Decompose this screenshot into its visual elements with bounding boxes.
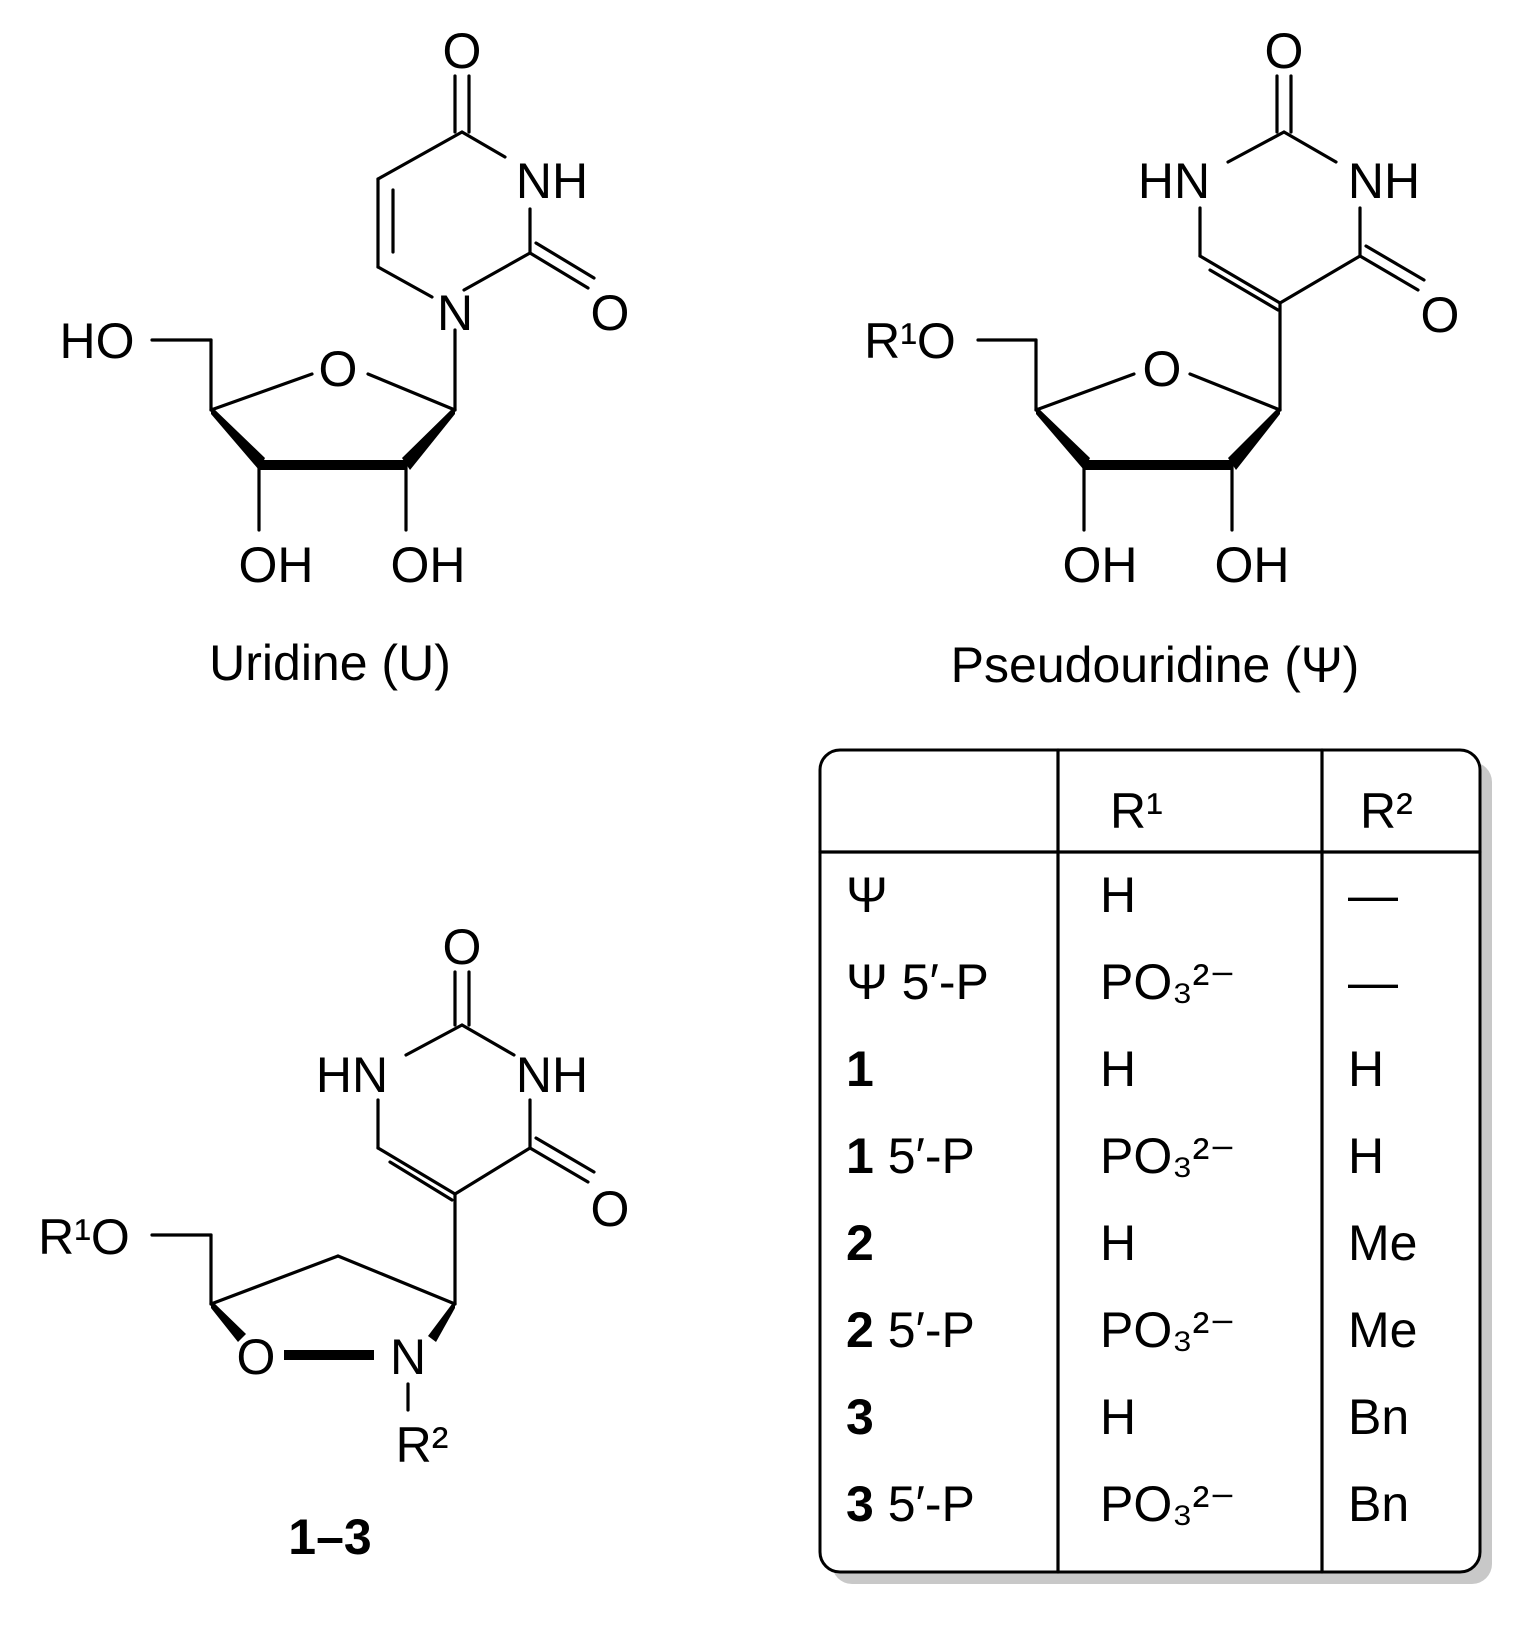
table-cell-r1: PO₃²⁻ [1100, 1128, 1236, 1184]
table-cell-r1: PO₃²⁻ [1100, 954, 1236, 1010]
uridine-oh-right: OH [391, 537, 466, 593]
table-cell-r2: — [1348, 954, 1398, 1010]
table-cell-compound: Ψ 5′-P [846, 954, 989, 1010]
compound-nh: NH [516, 1047, 588, 1103]
table-header-r1: R¹ [1110, 783, 1163, 839]
pseudouridine-nh: NH [1348, 153, 1420, 209]
compound-o-right: O [591, 1181, 630, 1237]
compound-caption: 1–3 [288, 1509, 371, 1565]
compound-1-3-structure: O HN NH O R¹O O N R² 1–3 [38, 919, 629, 1565]
table-cell-r2: Me [1348, 1302, 1417, 1358]
table-cell-compound: 1 [846, 1041, 874, 1097]
compound-r2: R² [396, 1417, 449, 1473]
uridine-structure: O NH O N HO O OH OH Uridine (U) [60, 23, 630, 691]
pseudouridine-caption: Pseudouridine (Ψ) [951, 637, 1360, 693]
uridine-nh: NH [516, 153, 588, 209]
pseudouridine-o-ring: O [1143, 341, 1182, 397]
pseudouridine-r1o: R¹O [864, 313, 956, 369]
uridine-ho: HO [60, 313, 135, 369]
uridine-o-ring: O [319, 341, 358, 397]
table-cell-r1: H [1100, 1215, 1136, 1271]
pseudouridine-oh-right: OH [1215, 537, 1290, 593]
table-cell-r2: — [1348, 867, 1398, 923]
table-cell-compound: 1 5′-P [846, 1128, 975, 1184]
compound-o-top: O [443, 919, 482, 975]
compound-hn: HN [316, 1047, 388, 1103]
compound-r1o: R¹O [38, 1209, 130, 1265]
table-frame [818, 748, 1482, 1574]
pseudouridine-oh-left: OH [1063, 537, 1138, 593]
pseudouridine-hn: HN [1138, 153, 1210, 209]
table-cell-compound: 2 5′-P [846, 1302, 975, 1358]
table-cell-r1: H [1100, 1041, 1136, 1097]
table-cell-r1: H [1100, 867, 1136, 923]
table-cell-r1: PO₃²⁻ [1100, 1476, 1236, 1532]
table-cell-r1: H [1100, 1389, 1136, 1445]
compound-o-ring: O [237, 1329, 276, 1385]
compound-n-ring: N [390, 1329, 426, 1385]
pseudouridine-o-top: O [1265, 23, 1304, 79]
pseudouridine-structure: O HN NH O R¹O O OH OH Pseudouridine (Ψ) [864, 23, 1459, 693]
uridine-o-right: O [591, 285, 630, 341]
table-header-r2: R² [1360, 783, 1413, 839]
uridine-o-top: O [443, 23, 482, 79]
table-cell-r2: H [1348, 1128, 1384, 1184]
uridine-caption: Uridine (U) [209, 635, 451, 691]
uridine-oh-left: OH [239, 537, 314, 593]
table-cell-r2: Bn [1348, 1389, 1409, 1445]
pseudouridine-o-right: O [1421, 287, 1460, 343]
table-cell-r1: PO₃²⁻ [1100, 1302, 1236, 1358]
table-cell-compound: 3 [846, 1389, 874, 1445]
table-cell-r2: Me [1348, 1215, 1417, 1271]
table-cell-compound: 2 [846, 1215, 874, 1271]
table-cell-r2: Bn [1348, 1476, 1409, 1532]
table-cell-compound: Ψ [846, 867, 888, 923]
table-cell-r2: H [1348, 1041, 1384, 1097]
uridine-n1: N [437, 285, 473, 341]
table-cell-compound: 3 5′-P [846, 1476, 975, 1532]
